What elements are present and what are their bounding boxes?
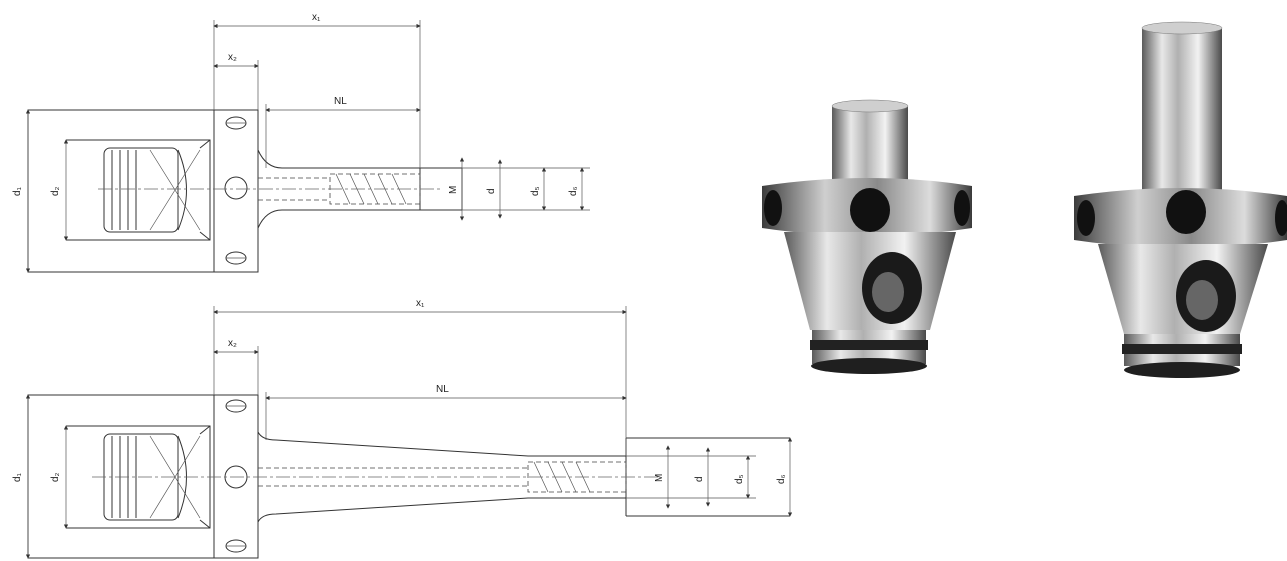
bottom-x2-label: x₂	[228, 338, 237, 349]
photo-long-adapter	[1074, 21, 1287, 378]
bottom-d2-label: d₂	[50, 472, 61, 482]
bottom-x1-label: x₁	[416, 298, 425, 309]
top-d1-label: d₁	[12, 186, 23, 196]
bottom-d5-label: d₅	[734, 474, 745, 484]
photo-short-adapter	[762, 99, 972, 374]
top-x2-label: x₂	[228, 52, 237, 63]
bottom-m-label: M	[654, 474, 665, 482]
top-d6-label: d₆	[568, 186, 579, 196]
top-d5-label: d₅	[530, 186, 541, 196]
bottom-nl-label: NL	[436, 384, 449, 395]
top-d2-label: d₂	[50, 186, 61, 196]
drawing-short-adapter: x₁ x₂ NL d₁ d₂ M d d₅ d₆	[12, 12, 590, 273]
top-nl-label: NL	[334, 96, 347, 107]
top-x1-label: x₁	[312, 12, 321, 23]
drawing-long-adapter: x₁ x₂ NL d₁ d₂ M d d₅ d₆	[12, 298, 793, 559]
top-m-label: M	[448, 186, 459, 194]
bottom-d6-label: d₆	[776, 474, 787, 484]
top-d-label: d	[486, 188, 497, 194]
bottom-d-label: d	[694, 476, 705, 482]
bottom-d1-label: d₁	[12, 472, 23, 482]
